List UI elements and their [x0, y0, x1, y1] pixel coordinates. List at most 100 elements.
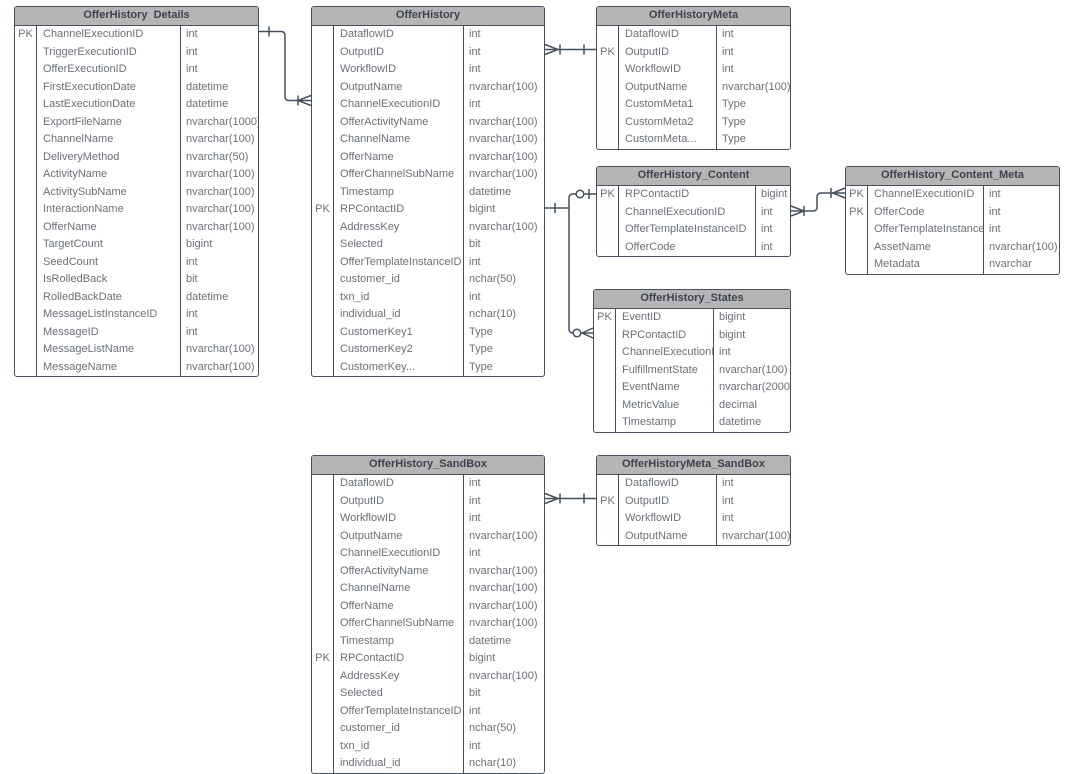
- connector-offerhistorymeta-to-offerhistory[interactable]: [544, 43, 596, 56]
- connector-offerhistory-to-content-and-states[interactable]: [545, 189, 596, 339]
- table-row[interactable]: CustomMeta...Type: [597, 131, 790, 149]
- column-name: FirstExecutionDate: [37, 78, 181, 96]
- connector-content-to-content-meta[interactable]: [790, 187, 846, 217]
- column-name: CustomMeta1: [619, 96, 717, 114]
- column-name: WorkflowID: [619, 61, 717, 79]
- connector-metasandbox-to-sandbox[interactable]: [544, 492, 596, 505]
- table-row[interactable]: CustomerKey...Type: [312, 358, 544, 376]
- connector-details-to-offerhistory[interactable]: [259, 26, 312, 107]
